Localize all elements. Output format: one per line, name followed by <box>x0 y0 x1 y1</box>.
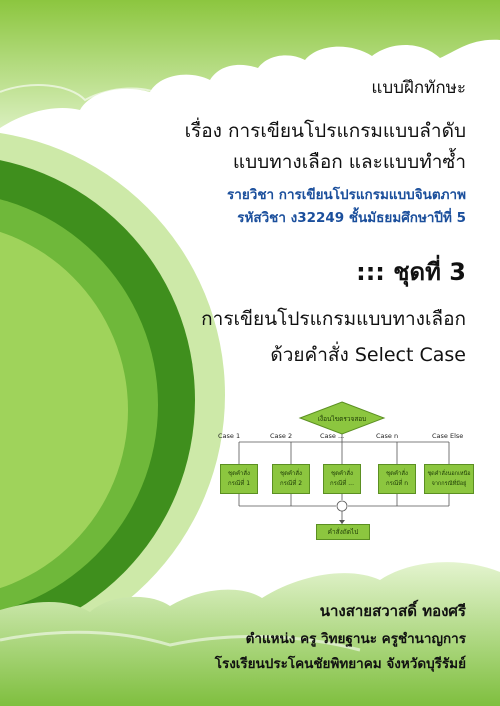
case-box-else: ชุดคำสั่งนอกเหนือ จากกรณีที่มีอยู่ <box>424 464 474 494</box>
course-name: รายวิชา การเขียนโปรแกรมแบบจินตภาพ <box>227 187 466 203</box>
author-name: นางสายสวาสดิ์ ทองศรี <box>319 602 466 620</box>
top-cloud-band <box>0 0 500 128</box>
bottom-cloud-band <box>0 562 500 706</box>
case-box-4: ชุดคำสั่ง กรณีที่ n <box>378 464 416 494</box>
cover-title: แบบฝึกทักษะ <box>371 78 466 98</box>
course-code: รหัสวิชา ง32249 ชั้นมัธยมศึกษาปีที่ 5 <box>237 210 466 226</box>
case-box-2: ชุดคำสั่ง กรณีที่ 2 <box>272 464 310 494</box>
merge-connector <box>336 500 348 512</box>
case-label-4: Case n <box>376 432 399 440</box>
case-label-3: Case ... <box>320 432 345 440</box>
circle-light <box>0 231 128 589</box>
case-box-1: ชุดคำสั่ง กรณีที่ 1 <box>220 464 258 494</box>
flowchart-lines <box>238 401 450 524</box>
case-label-1: Case 1 <box>218 432 241 440</box>
next-statement-box: คำสั่งถัดไป <box>316 524 370 540</box>
case-box-3: ชุดคำสั่ง กรณีที่ ... <box>323 464 361 494</box>
select-case-flowchart: เงื่อนไขตรวจสอบ Case 1 Case 2 Case ... C… <box>212 398 474 548</box>
condition-label: เงื่อนไขตรวจสอบ <box>317 415 367 423</box>
author-position: ตำแหน่ง ครู วิทยฐานะ ครูชำนาญการ <box>245 631 466 647</box>
case-label-5: Case Else <box>432 432 464 440</box>
school-name: โรงเรียนประโคนชัยพิทยาคม จังหวัดบุรีรัมย… <box>214 656 466 672</box>
set-number: ::: ชุดที่ 3 <box>356 258 466 286</box>
topic-line-1: การเขียนโปรแกรมแบบทางเลือก <box>201 308 466 330</box>
topic-line-2: ด้วยคำสั่ง Select Case <box>270 344 466 366</box>
subject-line-1: เรื่อง การเขียนโปรแกรมแบบลำดับ <box>184 120 466 142</box>
subject-line-2: แบบทางเลือก และแบบทำซ้ำ <box>232 151 466 173</box>
case-label-2: Case 2 <box>270 432 293 440</box>
